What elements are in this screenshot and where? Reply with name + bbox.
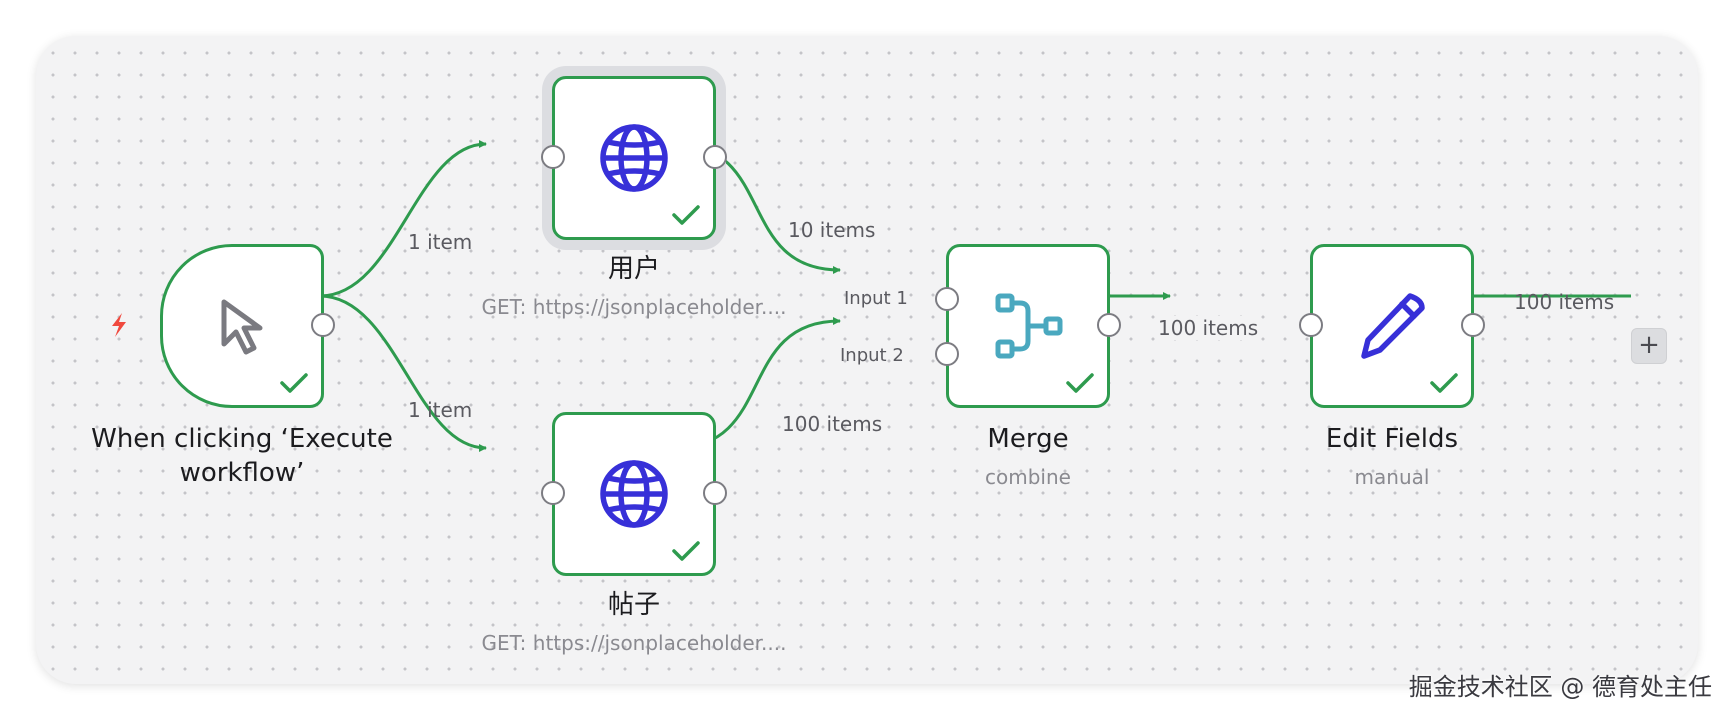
trigger-title-line2: workflow’ (179, 458, 305, 488)
posts-subtitle: GET: https://jsonplaceholder.... (481, 631, 787, 655)
output-port[interactable] (1097, 313, 1121, 337)
edge-label-trigger-posts: 1 item (408, 398, 473, 422)
globe-icon (596, 120, 672, 196)
input-port[interactable] (541, 145, 565, 169)
input-port-2[interactable] (935, 342, 959, 366)
workflow-canvas[interactable]: When clicking ‘Execute workflow’ 用户 GET:… (36, 36, 1698, 684)
edge-label-merge-edit: 100 items (1156, 316, 1261, 340)
check-icon (1430, 373, 1458, 393)
merge-icon (990, 288, 1066, 364)
node-http-posts[interactable] (541, 412, 727, 576)
posts-title: 帖子 (607, 590, 660, 620)
output-port[interactable] (703, 481, 727, 505)
globe-icon (596, 456, 672, 532)
edge-label-edit-output: 100 items (1514, 290, 1615, 314)
users-title: 用户 (607, 254, 660, 284)
merge-subtitle: combine (985, 465, 1071, 489)
edge-trigger-to-users[interactable] (319, 140, 487, 298)
output-port[interactable] (311, 313, 335, 337)
input-port[interactable] (1299, 313, 1323, 337)
cursor-icon (204, 288, 280, 364)
edit-fields-title: Edit Fields (1325, 424, 1459, 454)
edge-trigger-to-posts[interactable] (319, 294, 487, 452)
add-node-button[interactable]: + (1631, 328, 1667, 364)
check-icon (1066, 373, 1094, 393)
node-http-users[interactable] (541, 76, 727, 240)
merge-input-1-label: Input 1 (844, 288, 908, 309)
input-port[interactable] (541, 481, 565, 505)
output-port[interactable] (703, 145, 727, 169)
node-merge[interactable] (935, 244, 1121, 408)
node-manual-trigger[interactable] (160, 244, 335, 408)
check-icon (280, 373, 308, 393)
pencil-icon (1354, 288, 1430, 364)
edit-fields-subtitle: manual (1354, 465, 1430, 489)
lightning-icon (112, 313, 126, 337)
edge-label-trigger-users: 1 item (408, 230, 473, 254)
trigger-title-line1: When clicking ‘Execute (91, 424, 393, 454)
input-port-1[interactable] (935, 287, 959, 311)
output-port[interactable] (1461, 313, 1485, 337)
watermark: 掘金技术社区 @ 德育处主任 (1408, 673, 1712, 701)
node-edit-fields[interactable] (1299, 244, 1485, 408)
check-icon (672, 205, 700, 225)
users-subtitle: GET: https://jsonplaceholder.... (481, 295, 787, 319)
edge-label-posts-merge: 100 items (782, 412, 883, 436)
merge-input-2-label: Input 2 (840, 345, 904, 366)
merge-title: Merge (987, 424, 1069, 454)
check-icon (672, 541, 700, 561)
edge-label-users-merge: 10 items (788, 218, 876, 242)
